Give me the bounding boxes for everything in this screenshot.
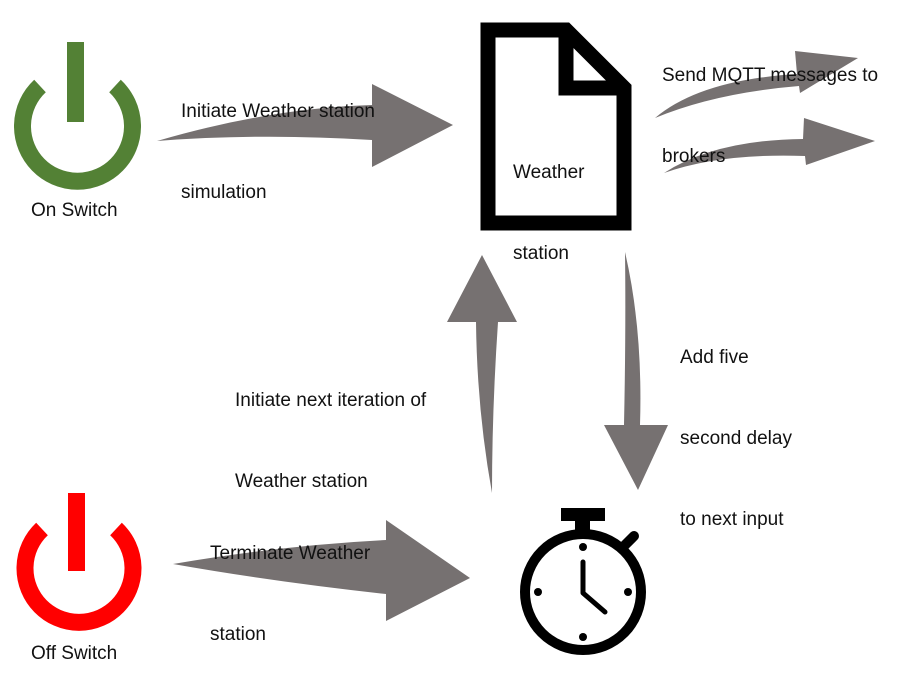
- on-switch-bar: [67, 42, 84, 122]
- document-outline: [480, 22, 632, 231]
- off-switch-label: Off Switch: [31, 643, 118, 664]
- off-switch-ring: [16, 522, 142, 631]
- on-switch-label: On Switch: [31, 200, 118, 221]
- document-fold: [558, 30, 624, 96]
- terminate-label: Terminate Weather station: [210, 543, 371, 645]
- stopwatch-button: [561, 508, 605, 521]
- send-mqtt-label: Send MQTT messages to brokers: [662, 65, 879, 167]
- stopwatch-tick-6: [579, 633, 587, 641]
- arrow-send-mqtt-upper: [655, 51, 858, 118]
- add-delay-label: Add five second delay to next input: [680, 347, 792, 530]
- arrow-next-iteration: [447, 255, 517, 493]
- next-iteration-label: Initiate next iteration of Weather stati…: [235, 390, 427, 492]
- stopwatch-tick-9: [534, 588, 542, 596]
- stopwatch-tick-3: [624, 588, 632, 596]
- initiate-simulation-label: Initiate Weather station simulation: [181, 101, 375, 203]
- weather-station-label: Weather station: [513, 162, 585, 264]
- on-switch-ring: [14, 79, 141, 190]
- off-switch-bar: [68, 493, 85, 571]
- off-switch-power-icon: [16, 493, 142, 631]
- arrow-initiate-simulation: [157, 84, 453, 167]
- weather-station-document-icon: [480, 22, 632, 231]
- on-switch-power-icon: [14, 42, 141, 190]
- stopwatch-hands: [580, 559, 608, 615]
- arrow-send-mqtt-lower: [664, 118, 875, 173]
- stopwatch-stem: [575, 518, 590, 532]
- stopwatch-icon: [520, 508, 646, 655]
- arrow-add-delay: [604, 252, 668, 490]
- arrow-terminate: [173, 520, 470, 621]
- stopwatch-tick-12: [579, 543, 587, 551]
